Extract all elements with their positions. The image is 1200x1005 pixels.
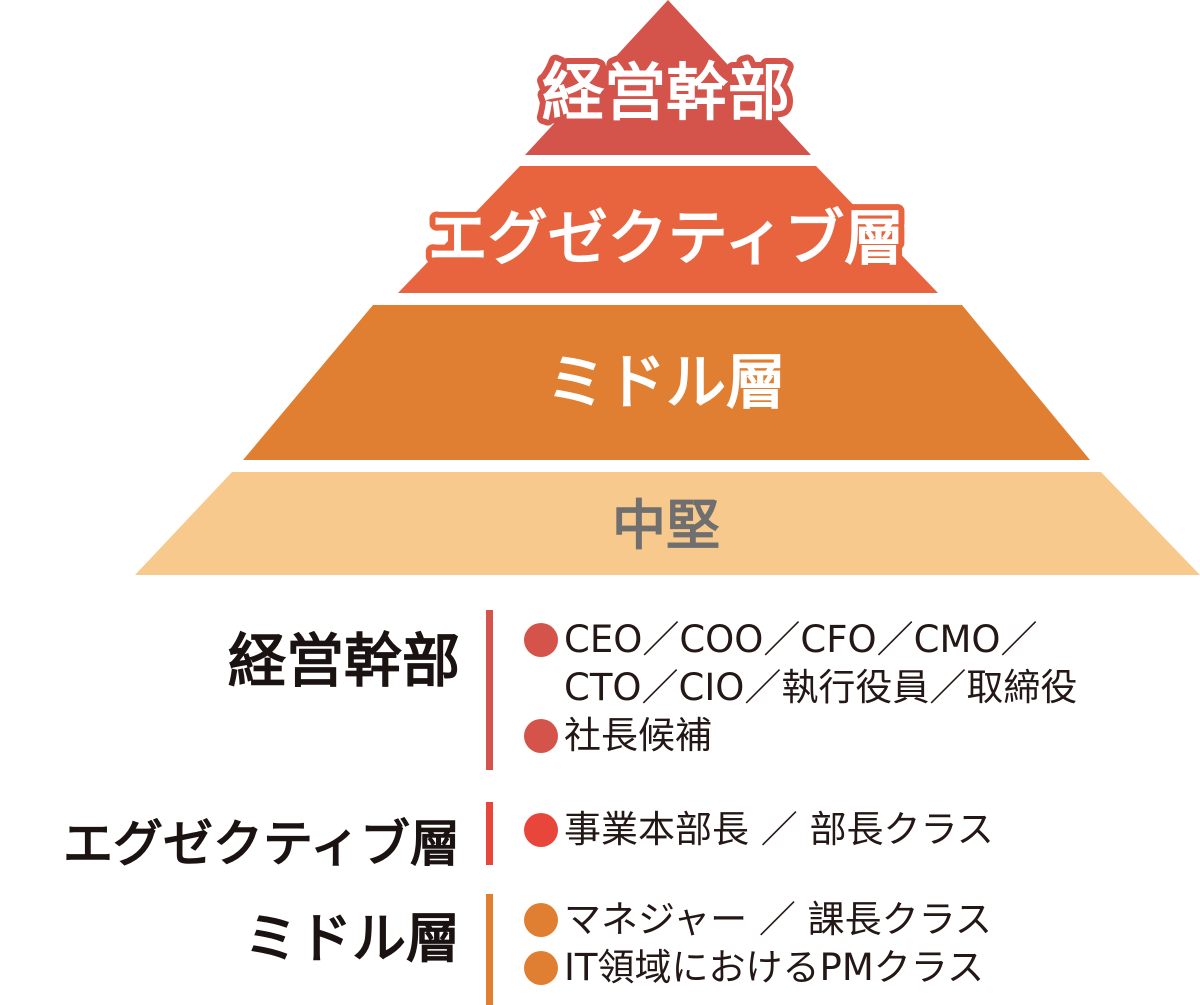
legend-item-text: マネジャー ／ 課長クラス bbox=[564, 898, 992, 941]
legend-item: IT領域におけるPMクラス bbox=[524, 944, 992, 992]
tier-label-executive-layer: エグゼクティブ層 bbox=[428, 204, 904, 274]
legend-title: ミドル層 bbox=[244, 907, 460, 970]
legend-item: マネジャー ／ 課長クラス bbox=[524, 896, 992, 944]
bullet-icon bbox=[524, 623, 558, 657]
legend-divider-bar bbox=[486, 894, 493, 1005]
legend-item: 事業本部長 ／ 部長クラス bbox=[524, 806, 994, 854]
pyramid-diagram: 経営幹部 エグゼクティブ層 ミドル層 中堅 bbox=[135, 0, 1200, 575]
legend-executive-management: 経営幹部 CEO／COO／CFO／CMO／ CTO／CIO／執行役員／取締役 社… bbox=[0, 608, 1200, 773]
legend-item-text: IT領域におけるPMクラス bbox=[564, 946, 985, 989]
tier-label-mid-level: 中堅 bbox=[612, 494, 720, 557]
legend-item-text: 社長候補 bbox=[564, 714, 712, 757]
legend-item: CEO／COO／CFO／CMO／ bbox=[524, 616, 1077, 664]
legend-item-continuation: CTO／CIO／執行役員／取締役 bbox=[524, 664, 1077, 712]
legend-items: 事業本部長 ／ 部長クラス bbox=[524, 806, 994, 854]
tier-shape-middle-layer bbox=[243, 305, 1090, 460]
tier-label-executive-management: 経営幹部 bbox=[542, 56, 790, 129]
tier-shape-executive-management bbox=[525, 0, 811, 155]
legend-item: 社長候補 bbox=[524, 712, 1077, 760]
bullet-icon bbox=[524, 903, 558, 937]
legend-executive-layer: エグゼクティブ層 事業本部長 ／ 部長クラス bbox=[0, 800, 1200, 873]
tier-label-middle-layer: ミドル層 bbox=[546, 348, 786, 418]
tier-shape-mid-level bbox=[135, 472, 1200, 575]
bullet-icon bbox=[524, 719, 558, 753]
legend-item-text: 事業本部長 ／ 部長クラス bbox=[564, 808, 994, 851]
legend-title: 経営幹部 bbox=[227, 627, 460, 695]
bullet-icon bbox=[524, 951, 558, 985]
legend-divider-bar bbox=[486, 802, 493, 865]
legend-items: CEO／COO／CFO／CMO／ CTO／CIO／執行役員／取締役 社長候補 bbox=[524, 616, 1077, 760]
legend-middle-layer: ミドル層 マネジャー ／ 課長クラス IT領域におけるPMクラス bbox=[0, 890, 1200, 1005]
legend-item-text: CEO／COO／CFO／CMO／ bbox=[564, 618, 1038, 661]
tier-shape-executive-layer bbox=[398, 166, 938, 293]
bullet-icon bbox=[524, 813, 558, 847]
legend-items: マネジャー ／ 課長クラス IT領域におけるPMクラス bbox=[524, 896, 992, 992]
legend-item-text: CTO／CIO／執行役員／取締役 bbox=[564, 666, 1078, 709]
legend-title: エグゼクティブ層 bbox=[63, 815, 460, 873]
legend-divider-bar bbox=[486, 610, 493, 770]
